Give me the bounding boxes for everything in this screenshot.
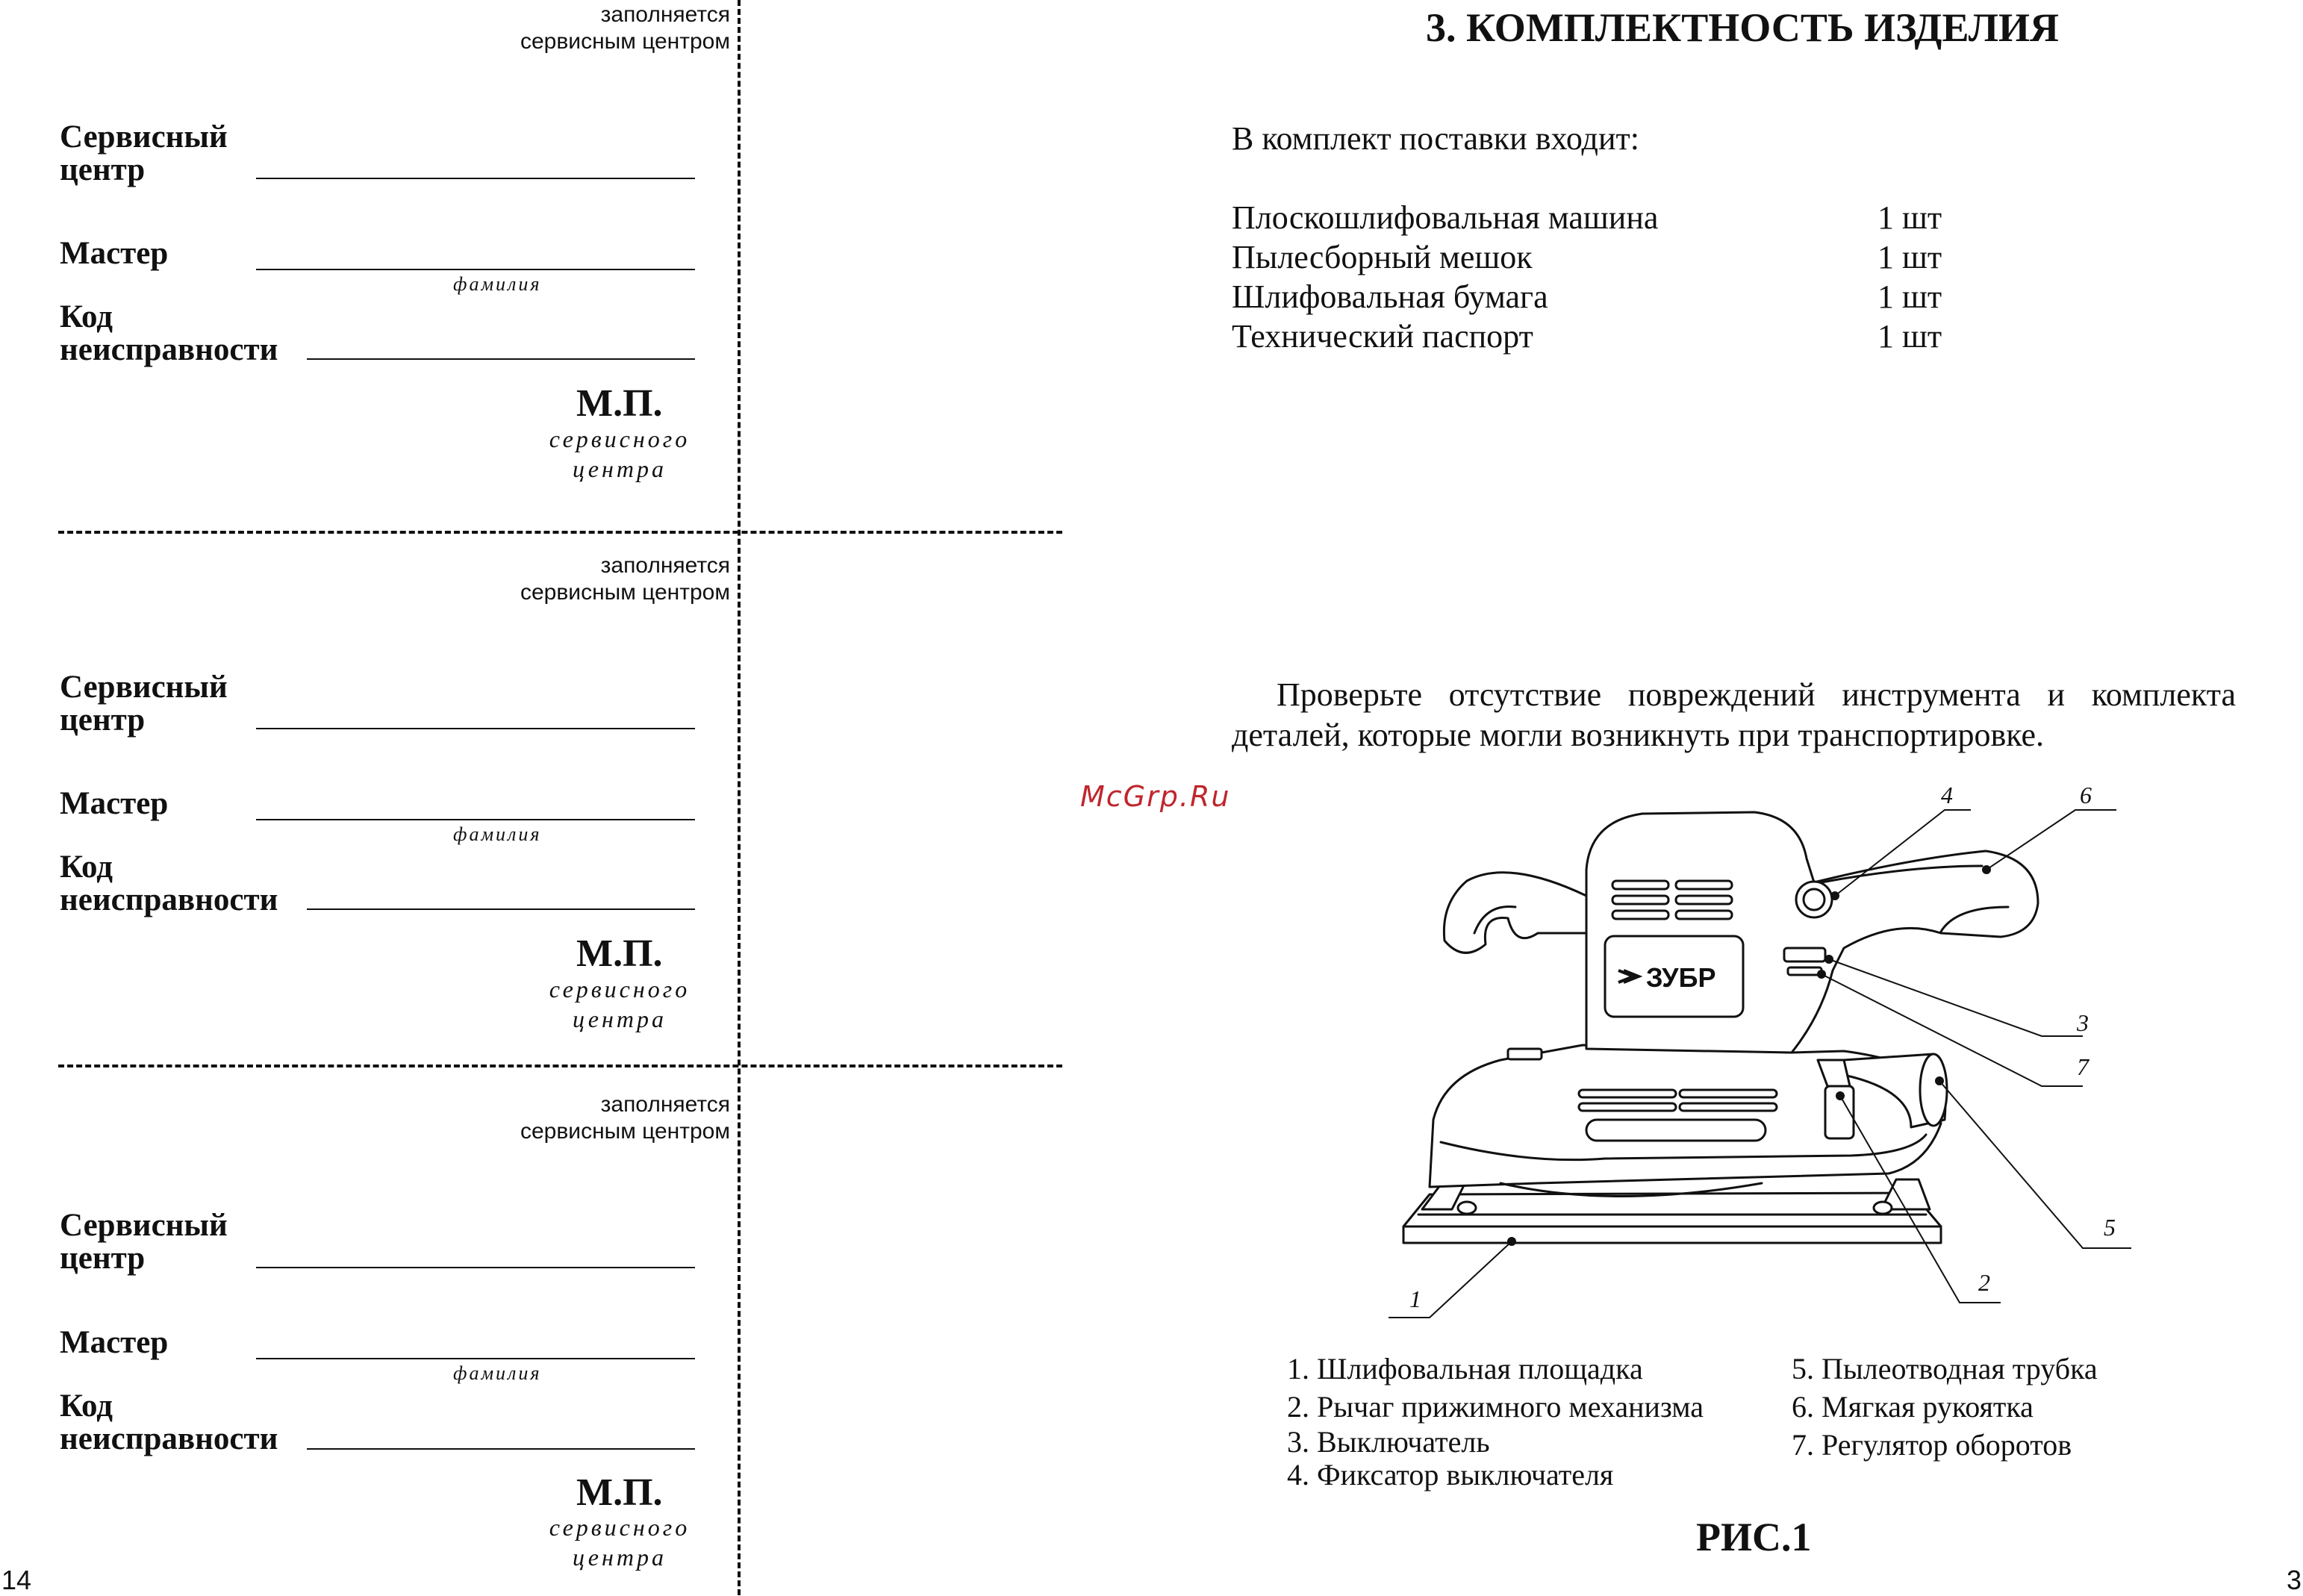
stamp-sub: сервисного центра [537,1512,702,1572]
fill-note-line: сервисным центром [520,1119,730,1144]
label-line: центр [60,152,146,187]
fill-note: заполняется сервисным центром [282,552,730,606]
stamp-label: М.П. [576,932,663,975]
package-item-qty: 1 шт [1877,239,1942,275]
package-item-qty: 1 шт [1877,278,1942,315]
package-item-name: Плоскошлифовальная машина [1232,199,1659,236]
callout-1: 1 [1409,1285,1421,1312]
surname-hint: фамилия [453,1362,542,1384]
master-label: Мастер [60,786,169,821]
fault-code-field[interactable] [307,1448,695,1450]
callout-4: 4 [1941,782,1953,808]
fill-note-line: сервисным центром [520,580,730,605]
callout-7: 7 [2077,1053,2089,1080]
legend-item: 6. Мягкая рукоятка [1792,1390,2034,1424]
fault-code-label: Код неисправности [60,1390,278,1456]
label-line: центр [60,702,146,738]
page-number-left: 14 [1,1565,32,1595]
check-line: Проверьте отсутствие повреждений инструм… [1277,676,2236,713]
stamp-label: М.П. [576,1471,663,1514]
section-title: 3. КОМПЛЕКТНОСТЬ ИЗДЕЛИЯ [1426,5,2059,50]
fill-note: заполняется сервисным центром [282,1,730,55]
master-field[interactable] [256,269,695,270]
label-line: Сервисный [60,1208,228,1243]
label-line: Код [60,1388,113,1424]
stamp-label: М.П. [576,382,663,425]
surname-hint: фамилия [453,273,542,295]
stamp-sub-line: сервисного [549,976,691,1003]
package-item-name: Пылесборный мешок [1232,239,1533,275]
service-center-field[interactable] [256,728,695,729]
fill-note-line: заполняется [600,1092,730,1117]
stamp-sub-line: сервисного [549,1514,691,1541]
sander-figure: ЗУБР [1389,809,2131,1318]
figure-caption: РИС.1 [1696,1515,1812,1559]
label-line: Код [60,850,113,885]
fault-code-field[interactable] [307,358,695,360]
fill-note-line: заполняется [600,553,730,578]
legend-item: 4. Фиксатор выключателя [1287,1458,1614,1491]
master-label: Мастер [60,236,169,271]
stamp-sub-line: центра [573,1544,667,1571]
label-line: центр [60,1241,146,1276]
horizontal-cut-line [58,1064,1062,1067]
package-item-qty: 1 шт [1877,318,1942,355]
brand-logo: ЗУБР [1618,962,1715,993]
check-line: деталей, которые могли возникнуть при тр… [1232,717,2045,753]
service-center-field[interactable] [256,1267,695,1268]
callout-2: 2 [1978,1269,1990,1296]
brand-name: ЗУБР [1646,962,1715,993]
legend-item: 7. Регулятор оборотов [1792,1428,2072,1462]
fault-code-label: Код неисправности [60,851,278,917]
horizontal-cut-line [58,531,1062,534]
stamp-sub: сервисного центра [537,424,702,484]
leader-lines [1389,809,2131,1318]
master-field[interactable] [256,1358,695,1359]
fault-code-field[interactable] [307,908,695,910]
legend-item: 5. Пылеотводная трубка [1792,1352,2098,1385]
fill-note-line: сервисным центром [520,29,730,54]
stamp-sub-line: центра [573,455,667,482]
package-item-qty: 1 шт [1877,199,1942,236]
legend-item: 2. Рычаг прижимного механизма [1287,1390,1704,1424]
figure-legend-left: 1. Шлифовальная площадка 2. Рычаг прижим… [1287,1350,1704,1491]
service-center-label: Сервисный центр [60,1209,228,1275]
service-center-field[interactable] [256,178,695,179]
callout-6: 6 [2080,782,2092,808]
label-line: Код [60,299,113,334]
legend-item: 1. Шлифовальная площадка [1287,1352,1643,1385]
stamp-sub: сервисного центра [537,974,702,1034]
sanding-pad-shape [1402,1191,1942,1244]
stamp-sub-line: сервисного [549,426,691,452]
package-item-name: Шлифовальная бумага [1232,278,1548,315]
check-paragraph: Проверьте отсутствие повреждений инструм… [1232,675,2236,755]
label-line: неисправности [60,882,278,917]
master-field[interactable] [256,819,695,820]
legend-item: 3. Выключатель [1287,1425,1490,1459]
page-number-right: 3 [2287,1565,2302,1595]
label-line: неисправности [60,1421,278,1456]
surname-hint: фамилия [453,823,542,845]
watermark: McGrp.Ru [1080,780,1231,813]
fault-code-label: Код неисправности [60,301,278,367]
package-intro: В комплект поставки входит: [1232,120,1639,157]
callout-5: 5 [2104,1214,2116,1241]
leader-dots [1507,865,1991,1246]
fill-note: заполняется сервисным центром [282,1091,730,1145]
label-line: Сервисный [60,119,228,155]
package-item-name: Технический паспорт [1232,318,1533,355]
master-label: Мастер [60,1325,169,1360]
service-center-label: Сервисный центр [60,121,228,187]
stamp-sub-line: центра [573,1006,667,1032]
fill-note-line: заполняется [600,2,730,27]
service-center-label: Сервисный центр [60,671,228,737]
figure-legend-right: 5. Пылеотводная трубка 6. Мягкая рукоятк… [1792,1350,2098,1464]
vertical-cut-line [738,0,741,1595]
label-line: неисправности [60,332,278,367]
callout-3: 3 [2077,1009,2089,1036]
label-line: Сервисный [60,670,228,705]
